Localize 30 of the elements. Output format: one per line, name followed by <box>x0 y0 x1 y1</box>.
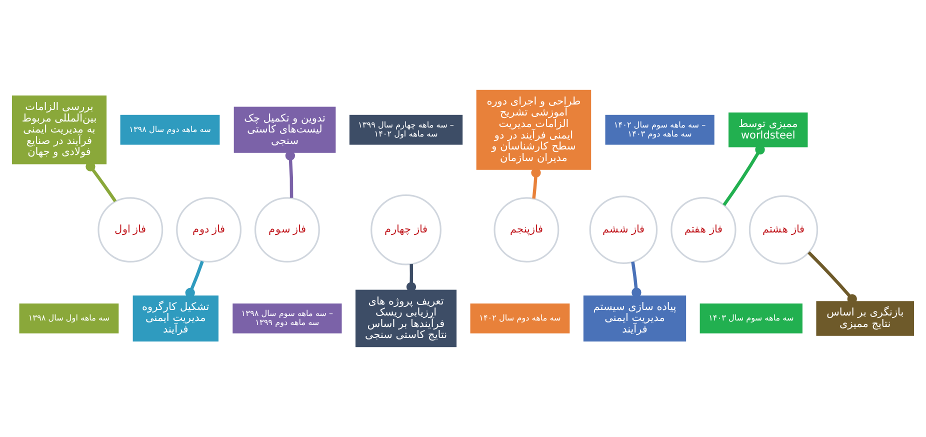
connector <box>285 150 296 198</box>
node-box: سه ماهه سوم سال ۱۳۹۸ – سه ماهه دوم ۱۳۹۹ <box>232 304 342 334</box>
node-circle: فازپنجم <box>494 197 560 263</box>
node-box: سه ماهه دوم سال ۱۳۹۸ <box>120 114 220 145</box>
node-circle: فاز هشتم <box>748 195 818 264</box>
node-box: پیاده سازی سیستم مدیریت ایمنی فرآیند <box>583 295 686 342</box>
node-circle: فاز ششم <box>589 196 658 264</box>
node-circle: فاز هفتم <box>670 196 736 263</box>
connector <box>631 262 642 298</box>
node-box: سه ماهه دوم سال ۱۴۰۲ <box>470 304 570 334</box>
node-box: طراحی و اجرای دوره آموزشی تشریح الزامات مدیریت ایمنی فرآیند در دو سطح کارشناسان و مدیران سازمان <box>476 90 592 170</box>
connector <box>86 162 117 202</box>
connector <box>722 144 765 206</box>
connector <box>185 260 204 298</box>
node-box: سه ماهه اول سال ۱۳۹۸ <box>19 304 119 334</box>
node-circle: فاز دوم <box>176 197 242 263</box>
node-box: سه ماهه چهارم سال ۱۳۹۹ – سه ماهه اول ۱۴۰۲ <box>349 114 463 145</box>
node-box: بررسی الزامات بین‌المللی مربوط به مدیریت ایمنی فرآیند در صنایع فولادی و جهان <box>12 95 107 164</box>
node-circle: فاز چهارم <box>370 194 442 266</box>
node-circle: فاز سوم <box>254 197 320 263</box>
node-box: تدوین و تکمیل چک لیست‌های کاستی سنجی <box>234 106 336 153</box>
node-box: سه ماهه سوم سال ۱۴۰۲ – سه ماهه دوم ۱۴۰۳ <box>605 114 714 145</box>
connector <box>531 168 541 199</box>
node-box: تعریف پروژه های ارزیابی ریسک فرآیندها بر اساس نتایج کاستی سنجی <box>356 290 457 348</box>
connector <box>808 251 857 304</box>
node-box: بازنگری بر اساس نتایج ممیزی <box>816 301 914 336</box>
connector <box>406 264 416 292</box>
node-box: سه ماهه سوم سال ۱۴۰۳ <box>700 304 802 334</box>
node-box: تشکیل کارگروه مدیریت ایمنی فرآیند <box>132 295 218 342</box>
node-circle: فاز اول <box>98 197 164 263</box>
